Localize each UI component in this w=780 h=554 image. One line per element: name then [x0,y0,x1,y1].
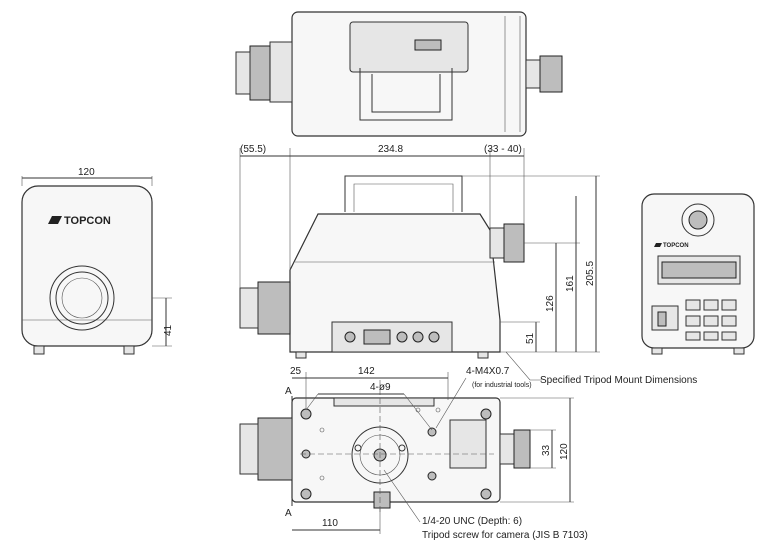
dim-height-total: 205.5 [585,261,596,286]
rear-logo-text: TOPCON [663,243,689,249]
rear-view: TOPCON [641,193,755,355]
dim-front-lens-height: 41 [163,324,174,336]
dim-height-51: 51 [525,332,536,344]
note-tripod-thread: 1/4-20 UNC (Depth: 6) [422,516,522,527]
bottom-view: A A 25 142 4-ø9 4-M4X0.7 (for industrial… [239,366,574,534]
topcon-logo-icon [48,216,62,224]
dim-bottom-33: 33 [541,444,552,456]
note-tripod-camera: Tripod screw for camera (JIS B 7103) [422,530,588,541]
note-tripod-mount: Specified Tripod Mount Dimensions [540,375,697,386]
dim-side-eyepiece: (33 - 40) [484,144,522,155]
front-logo-text: TOPCON [64,215,111,227]
rear-topcon-logo-icon [654,243,662,247]
section-a-bottom: A [285,508,292,519]
dim-side-length: 234.8 [378,144,403,155]
dim-front-width: 120 [78,167,95,178]
side-view: (55.5) 234.8 (33 - 40) 205.5 161 126 51 [239,144,600,359]
top-view [235,11,563,137]
dim-height-161: 161 [565,275,576,292]
dim-bottom-120: 120 [559,443,570,460]
dim-bottom-25: 25 [290,366,302,377]
dim-bottom-142: 142 [358,366,375,377]
front-view: TOPCON 120 41 [21,167,174,355]
section-a-top: A [285,386,292,397]
dim-height-126: 126 [545,295,556,312]
dim-screw: 4-M4X0.7 [466,366,510,377]
dim-holes: 4-ø9 [370,382,391,393]
dim-screw-note: (for industrial tools) [472,382,532,389]
dim-side-rear-offset: (55.5) [240,144,266,155]
dim-bottom-110: 110 [322,518,338,529]
